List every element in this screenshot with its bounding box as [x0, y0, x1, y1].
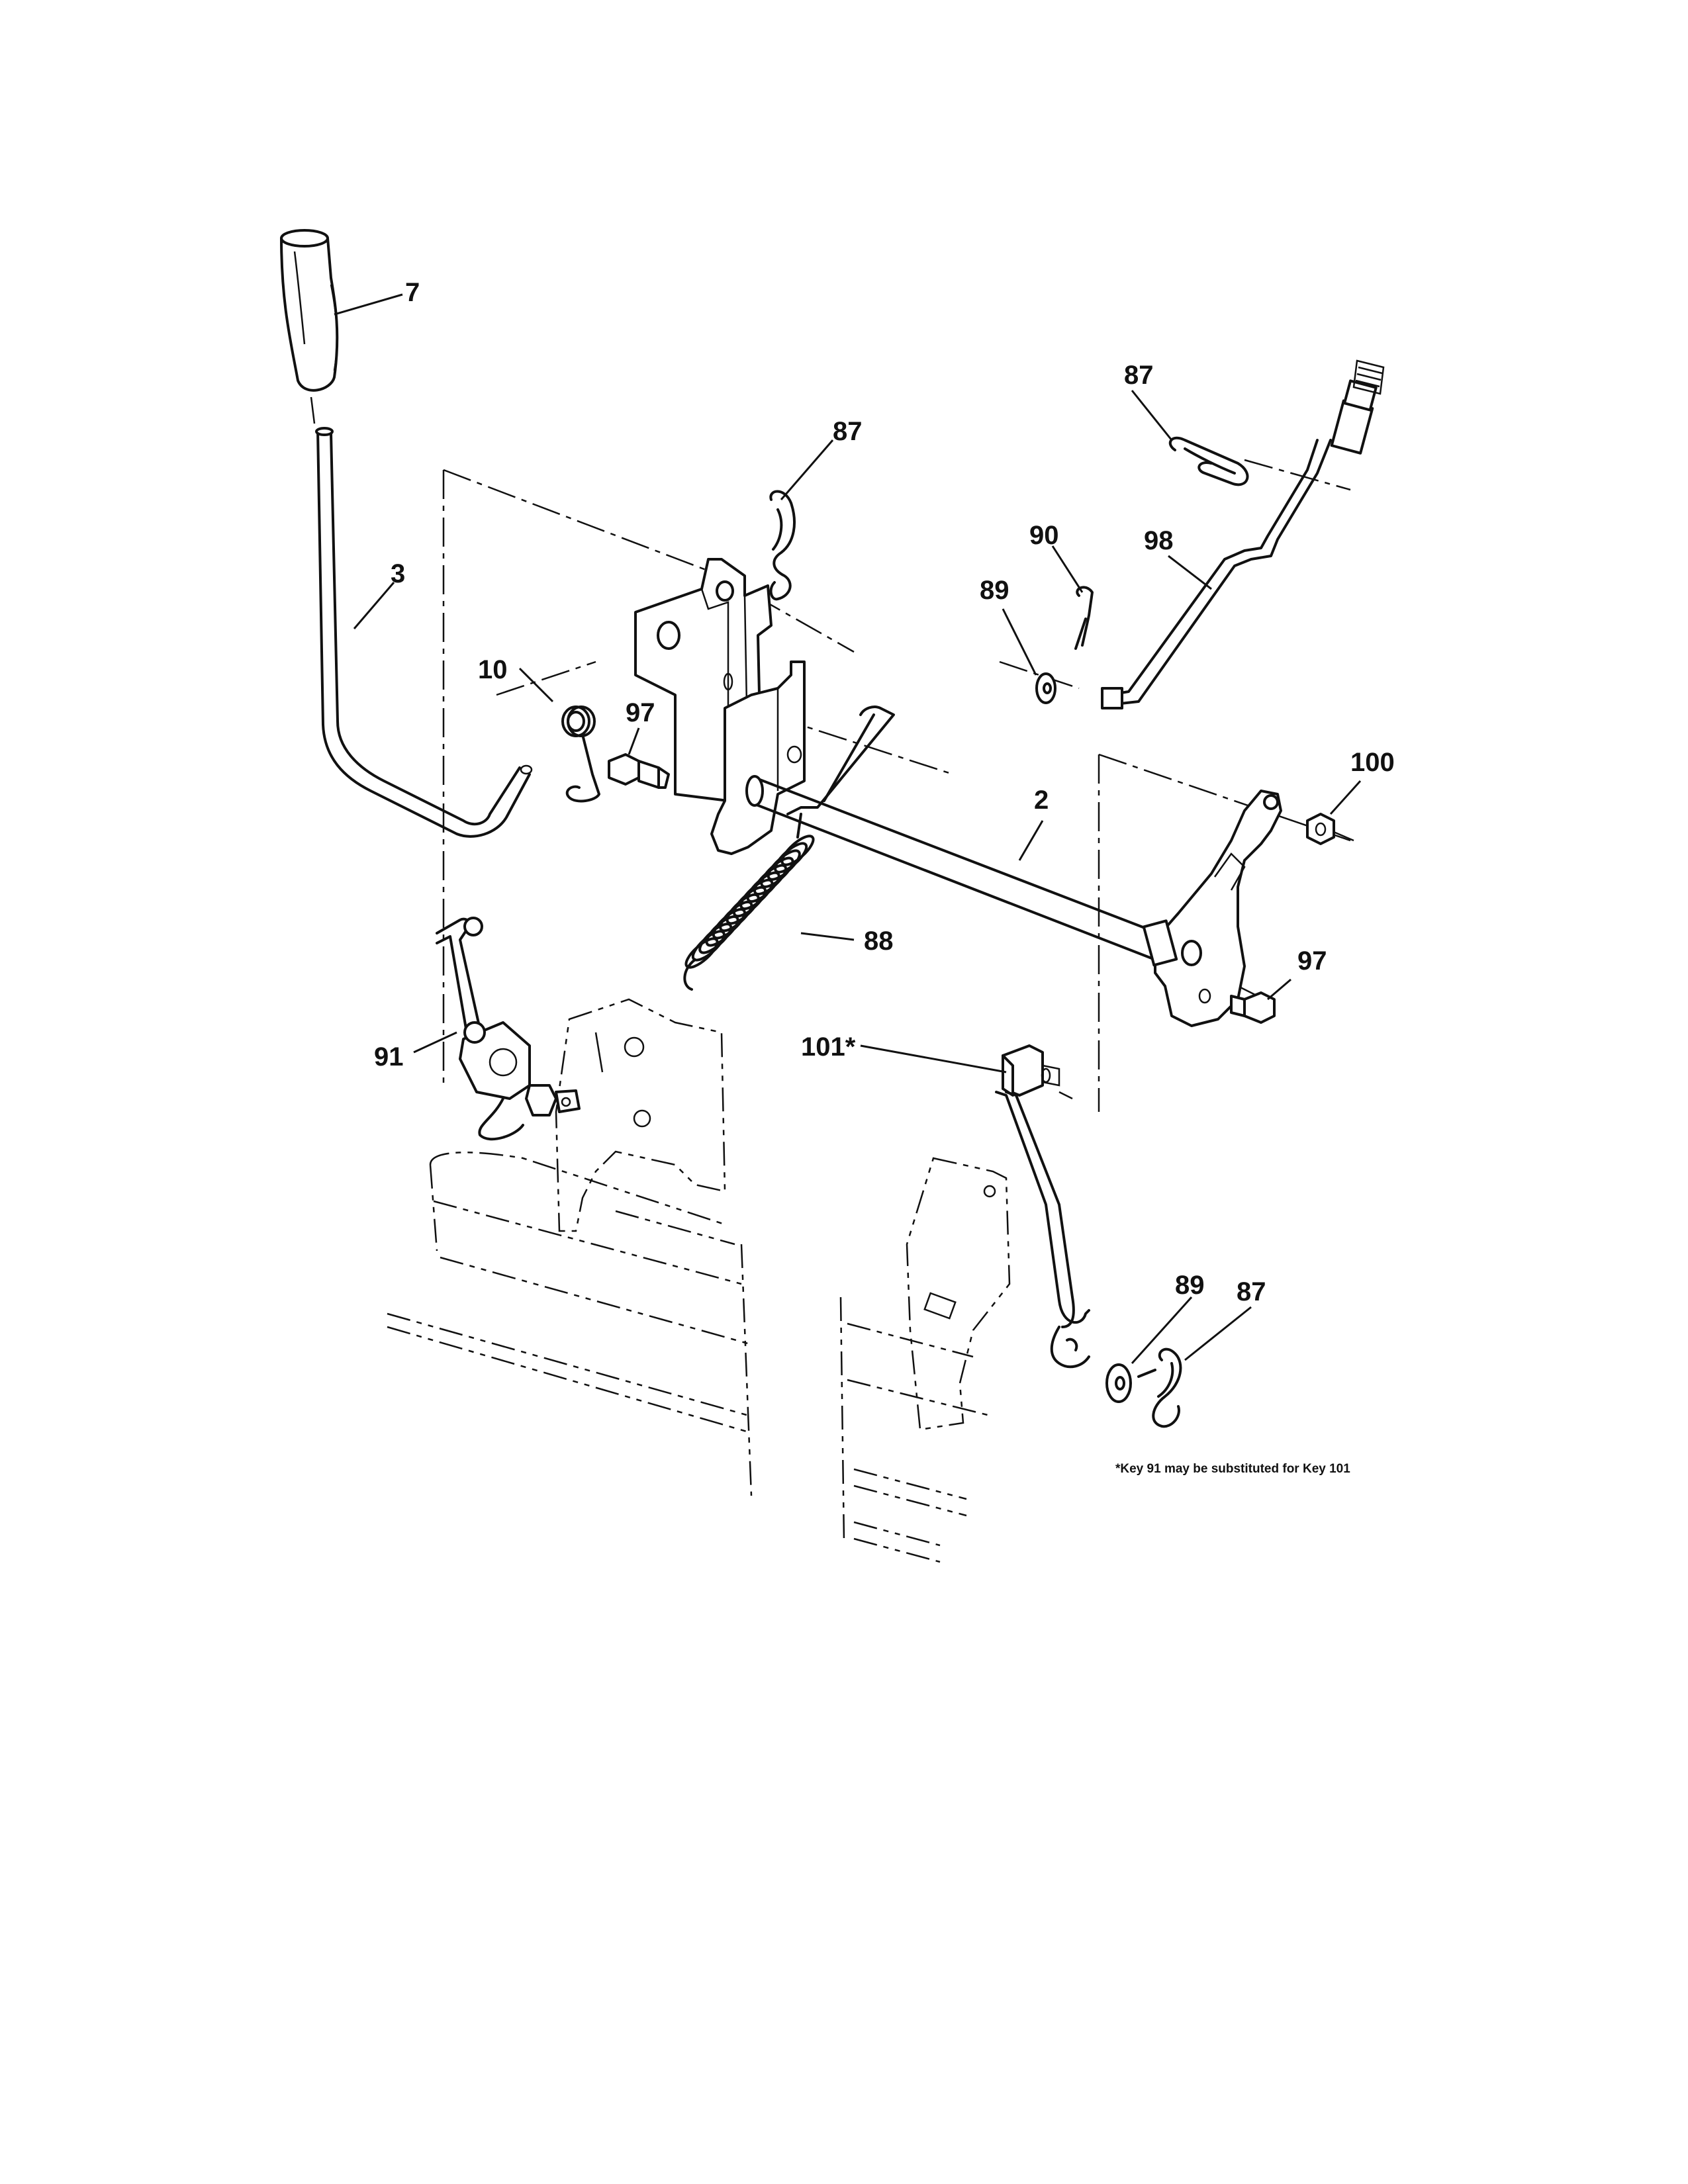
hairpin-clip-right — [1168, 436, 1249, 486]
shoulder-bolt-right — [1230, 991, 1276, 1024]
callout-90: 90 — [1029, 521, 1059, 550]
right-lift-arm — [1142, 790, 1282, 1027]
callout-2: 2 — [1034, 786, 1049, 815]
callout-100: 100 — [1350, 748, 1395, 777]
callout-88: 88 — [864, 927, 894, 956]
callout-89-lower: 89 — [1175, 1271, 1205, 1300]
callout-97-right: 97 — [1297, 946, 1327, 976]
callout-7: 7 — [405, 278, 420, 307]
callout-91: 91 — [374, 1042, 404, 1071]
hex-nut — [1306, 813, 1335, 845]
callout-97-left: 97 — [626, 698, 655, 727]
callout-labels: 7 3 10 97 87 87 90 98 89 2 100 88 97 91 … — [374, 278, 1395, 1306]
callout-87-upper-center: 87 — [833, 417, 863, 446]
callout-87-upper-right: 87 — [1124, 361, 1154, 390]
adjustment-rod — [1101, 359, 1385, 709]
spring-coil — [684, 937, 719, 969]
callout-leaders — [334, 293, 1362, 1365]
flat-washer-upper — [1035, 672, 1056, 704]
callout-87-lower: 87 — [1237, 1277, 1266, 1306]
torsion-spring — [561, 705, 600, 803]
hairpin-clip-upper — [769, 490, 796, 601]
cotter-pin — [1074, 586, 1094, 650]
handle-grip — [280, 229, 339, 424]
center-lines — [442, 459, 1354, 1112]
deck-phantom-outline — [387, 1152, 994, 1563]
mounting-bracket — [634, 558, 806, 855]
lift-link-left — [436, 917, 581, 1141]
flat-washer-lower — [1105, 1363, 1132, 1403]
left-deck-bracket — [555, 998, 726, 1232]
lift-shaft — [745, 775, 1160, 961]
shoulder-bolt-left — [608, 753, 670, 789]
right-deck-bracket — [906, 1157, 1011, 1431]
lift-handle-rod — [315, 427, 533, 838]
hairpin-clip-lower — [1137, 1347, 1182, 1428]
callout-89-upper: 89 — [980, 576, 1009, 605]
substitution-footnote: *Key 91 may be substituted for Key 101 — [1115, 1462, 1350, 1476]
callout-101: 101* — [801, 1032, 856, 1062]
extension-spring — [683, 813, 815, 991]
callout-98: 98 — [1144, 526, 1174, 555]
lift-link-right — [995, 1044, 1090, 1369]
callout-10: 10 — [478, 655, 508, 684]
callout-3: 3 — [391, 559, 405, 588]
lift-link-wire — [786, 705, 895, 815]
